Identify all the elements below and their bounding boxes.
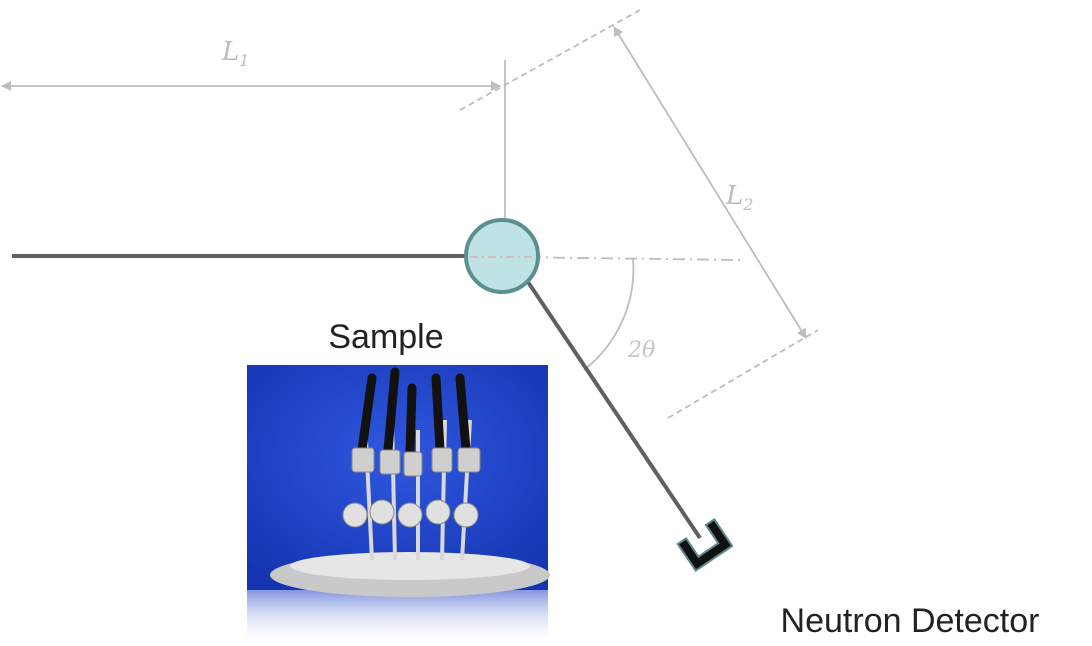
scattering-angle-arc xyxy=(583,258,635,371)
l2-dimension-arrow xyxy=(613,26,807,339)
sample-photo xyxy=(247,365,550,646)
detector-label: Neutron Detector xyxy=(781,602,1040,640)
detector-icon xyxy=(676,518,734,572)
l2-dashed-guide-bottom xyxy=(667,329,819,419)
sample-label: Sample xyxy=(328,318,443,356)
l2-label: L2 xyxy=(725,181,753,214)
l2-dashed-guide-top xyxy=(459,9,641,111)
angle-label: 2θ xyxy=(627,338,655,363)
l1-label: L1 xyxy=(221,37,249,70)
sample-sphere xyxy=(464,218,540,294)
scattered-beam xyxy=(526,280,702,540)
forward-beam-extension xyxy=(504,256,741,261)
